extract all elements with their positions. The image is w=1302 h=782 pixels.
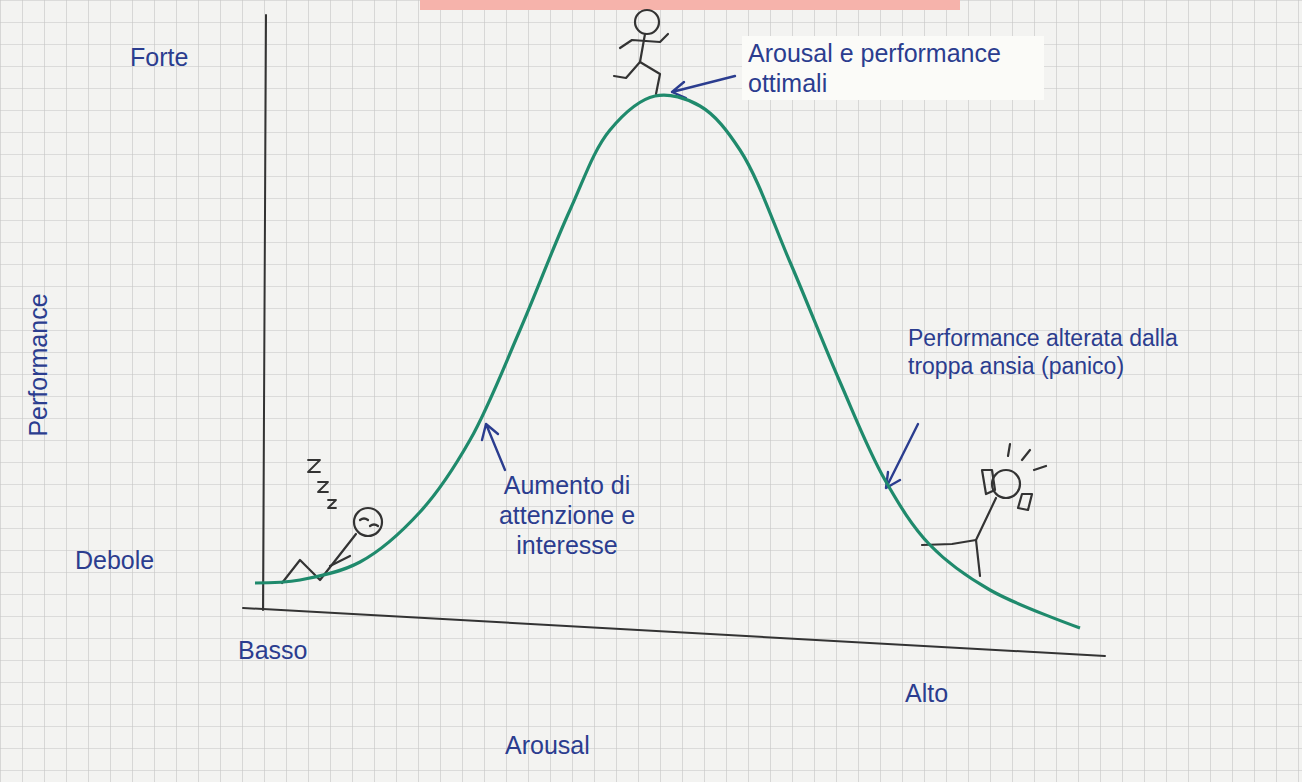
- leader-arrow: [672, 76, 735, 98]
- running-figure: [614, 10, 668, 94]
- leader-arrow: [886, 424, 918, 488]
- callout-note: Arousal e performance ottimali: [742, 36, 1044, 100]
- x-axis: [243, 608, 1105, 656]
- leader-arrows: [482, 76, 918, 488]
- axis-level-label: Debole: [75, 545, 154, 575]
- title-highlight: [420, 0, 960, 10]
- axis-level-label: Forte: [130, 42, 188, 72]
- axis-title: Arousal: [505, 730, 590, 760]
- sleep-marks: [308, 460, 336, 508]
- callout-note: Performance alterata dalla troppa ansia …: [908, 325, 1238, 380]
- axis-title: Performance: [23, 293, 53, 436]
- callout-note: Aumento di attenzione e interesse: [462, 470, 672, 560]
- axis-level-label: Basso: [238, 635, 307, 665]
- leader-arrow: [482, 424, 505, 470]
- sleeping-figure: [282, 460, 382, 583]
- axis-level-label: Alto: [905, 678, 948, 708]
- y-axis: [263, 15, 266, 610]
